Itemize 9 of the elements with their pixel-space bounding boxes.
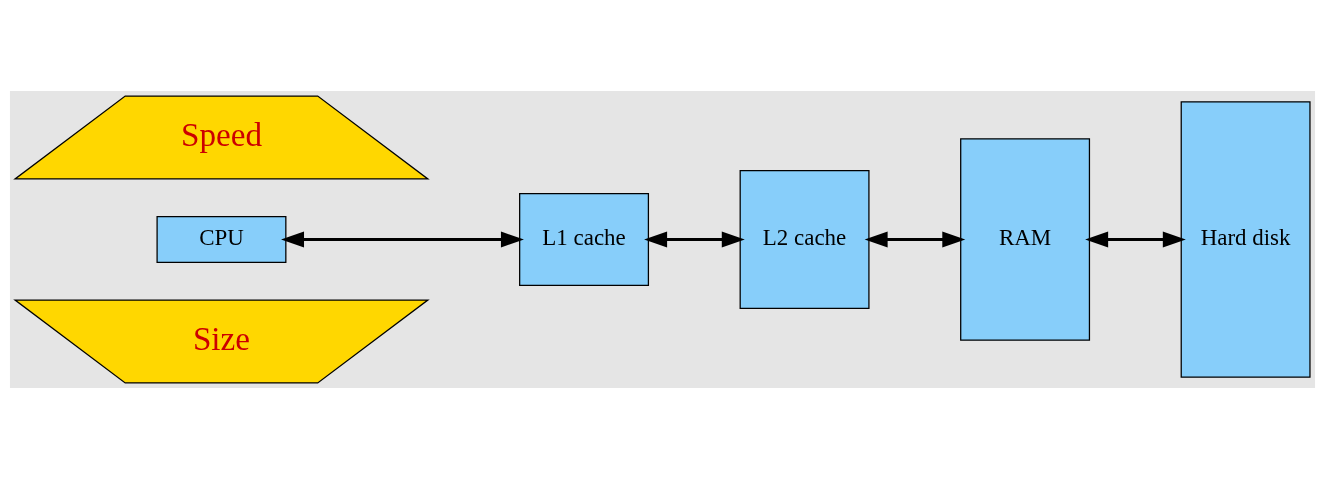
arrow bbox=[281, 230, 524, 248]
node-box: CPU bbox=[156, 215, 287, 263]
arrow bbox=[1085, 230, 1186, 248]
arrow bbox=[864, 230, 966, 248]
arrow bbox=[644, 230, 745, 248]
node-box: L2 cache bbox=[739, 169, 870, 309]
node-box: RAM bbox=[960, 137, 1091, 341]
node-box: Hard disk bbox=[1180, 100, 1311, 378]
node-box: L1 cache bbox=[519, 192, 650, 286]
